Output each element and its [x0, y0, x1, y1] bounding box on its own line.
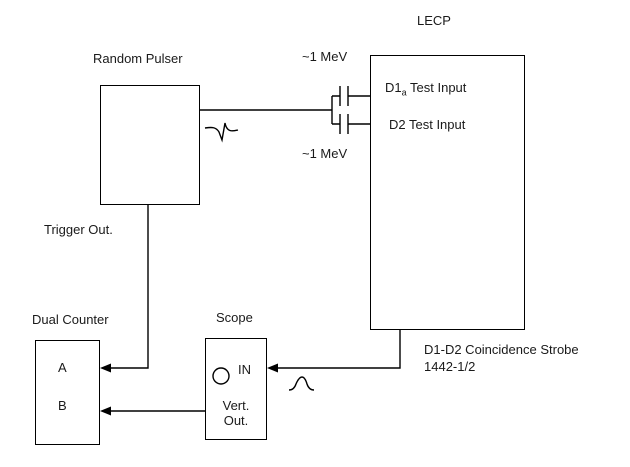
arrowhead-into-counter-a — [100, 363, 111, 373]
trigger-out-label: Trigger Out. — [44, 222, 113, 237]
strobe-caption-line2: 1442-1/2 — [424, 359, 476, 374]
lecp-title: LECP — [417, 13, 451, 28]
scope-vert-out-label: Vert. Out. — [205, 398, 267, 428]
vert-out-line2: Out. — [223, 413, 249, 428]
dual-counter-title: Dual Counter — [32, 312, 109, 327]
strobe-caption-line1: D1-D2 Coincidence Strobe — [424, 342, 579, 357]
lecp-box — [370, 55, 525, 330]
lecp-d2-test-input: D2 Test Input — [389, 117, 466, 132]
strobe-waveform-icon — [288, 376, 315, 391]
mev-label-top: ~1 MeV — [302, 49, 348, 64]
capacitor-top-icon — [339, 86, 349, 106]
capacitor-bottom-icon — [339, 114, 349, 134]
mev-label-bottom: ~1 MeV — [302, 146, 348, 161]
arrowhead-into-scope — [267, 363, 278, 373]
wire-strobe-to-scope — [276, 330, 401, 369]
d1-subscript: a — [401, 87, 407, 98]
scope-in-label: IN — [238, 362, 251, 377]
random-pulser-box — [100, 85, 200, 205]
random-pulser-title: Random Pulser — [93, 51, 183, 66]
pulse-waveform-icon — [204, 122, 239, 143]
dual-counter-row-a: A — [58, 360, 67, 375]
strobe-caption: D1-D2 Coincidence Strobe 1442-1/2 — [424, 341, 579, 375]
dual-counter-row-b: B — [58, 398, 67, 413]
vert-out-line1: Vert. — [222, 398, 250, 413]
d1-suffix: Test Input — [406, 80, 467, 95]
wire-trigger-out — [109, 205, 149, 369]
d1-prefix: D1 — [385, 80, 402, 95]
dual-counter-box — [35, 340, 100, 445]
arrowhead-into-counter-b — [100, 406, 111, 416]
scope-title: Scope — [216, 310, 253, 325]
lecp-d1a-test-input: D1a Test Input — [385, 80, 466, 101]
scope-box — [205, 338, 267, 440]
